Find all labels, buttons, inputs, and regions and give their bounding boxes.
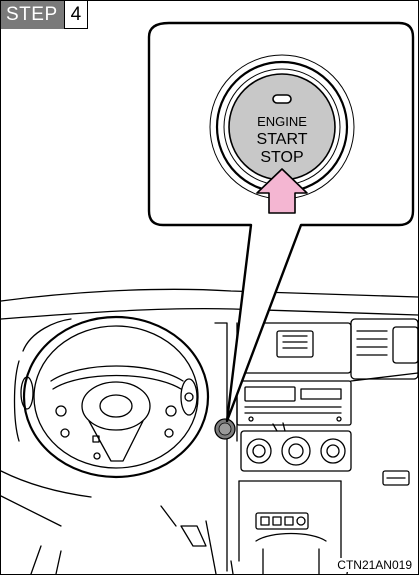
- step-number: 4: [64, 1, 89, 29]
- button-text-engine: ENGINE: [257, 114, 307, 129]
- indicator-lamp-icon: [273, 95, 291, 103]
- step-header: STEP 4: [1, 1, 88, 29]
- figure-caption: CTN21AN019: [335, 558, 414, 572]
- button-text-start: START: [257, 131, 308, 148]
- step-label: STEP: [1, 1, 64, 29]
- instrument-panel-drawing: [1, 289, 418, 574]
- button-text-stop: STOP: [260, 149, 303, 166]
